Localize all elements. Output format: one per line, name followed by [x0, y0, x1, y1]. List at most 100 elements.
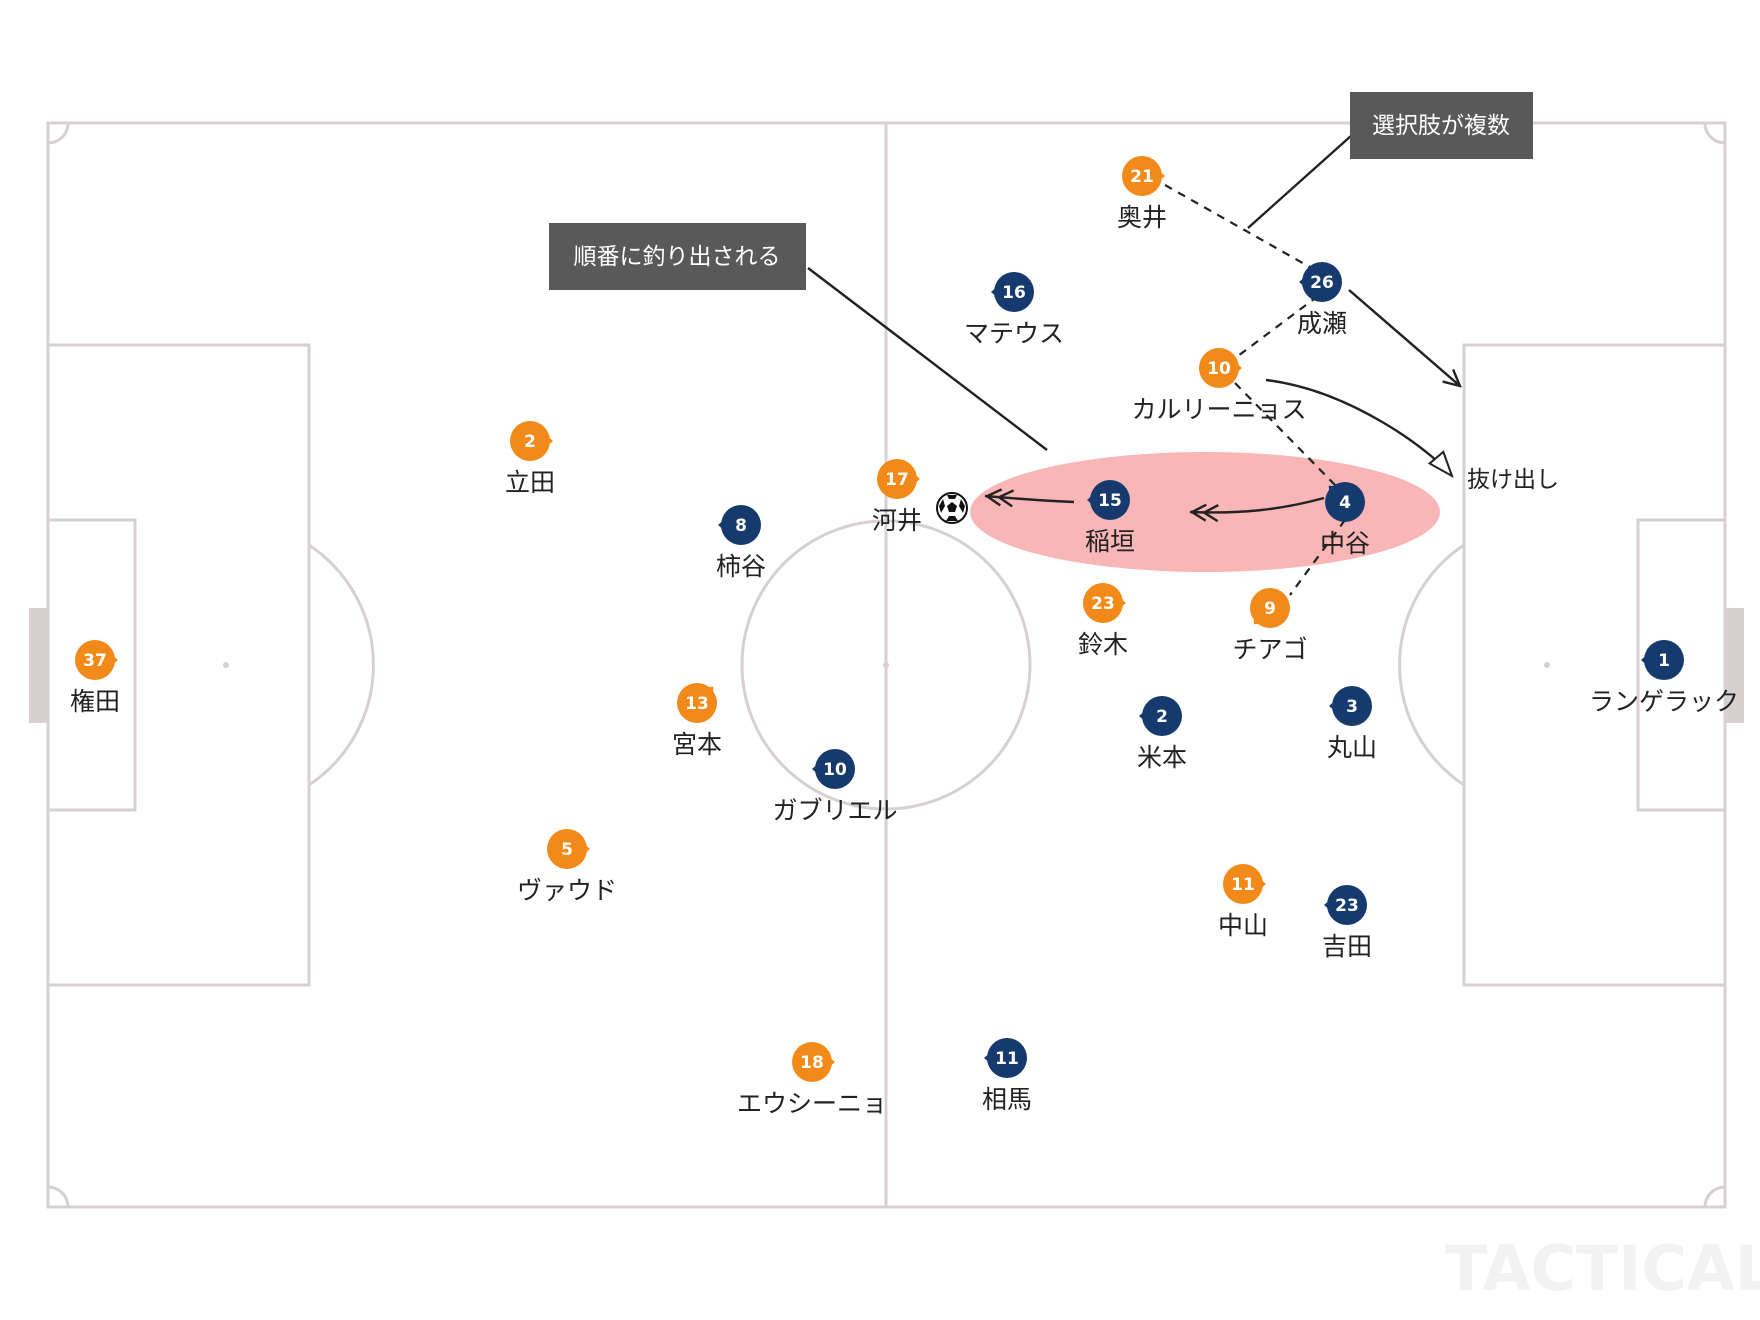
player-name: 河井: [872, 506, 922, 535]
player-marker: [1644, 640, 1684, 680]
lane-carlinhos-nakatani: [1234, 382, 1339, 489]
player-number: 10: [823, 760, 847, 780]
player-marker: [1250, 588, 1290, 628]
callout-sequential-box: [549, 223, 806, 290]
player-token-orange: 2立田: [505, 421, 555, 497]
players-layer: 37権田2立田5ヴァウド13宮本17河井18エウシーニョ21奥井10カルリーニョ…: [70, 156, 1739, 1118]
player-number: 11: [995, 1049, 1019, 1069]
left-goal: [29, 608, 47, 723]
player-token-navy: 11 相馬: [982, 1038, 1032, 1114]
player-marker: [1090, 480, 1130, 520]
callout-multiple-text: 選択肢が複数: [1372, 113, 1510, 139]
left-penalty-arc: [308, 543, 375, 787]
player-token-navy: 26 成瀬: [1297, 262, 1347, 338]
player-number: 4: [1339, 493, 1351, 513]
ball-icon: [936, 492, 968, 524]
player-number: 2: [524, 432, 536, 452]
run-behind-label: 抜け出し: [1467, 467, 1559, 493]
corner-arc-tr: [1703, 122, 1726, 145]
lane-okui-naruse: [1164, 184, 1316, 271]
player-marker: [75, 640, 115, 680]
right-penalty-arc: [1398, 543, 1465, 787]
player-number: 16: [1002, 283, 1026, 303]
corner-arc-br: [1703, 1185, 1726, 1208]
player-name: 奥井: [1117, 203, 1167, 232]
player-number: 26: [1310, 273, 1334, 293]
player-number: 8: [735, 516, 747, 536]
player-marker: [677, 683, 717, 723]
player-number: 23: [1335, 896, 1359, 916]
player-marker: [1083, 583, 1123, 623]
player-number: 15: [1098, 491, 1122, 511]
player-token-navy: 4中谷: [1320, 482, 1370, 558]
player-token-orange: 21 奥井: [1117, 156, 1167, 232]
player-number: 5: [561, 840, 573, 860]
player-name: 成瀬: [1297, 309, 1347, 338]
callout-leader-sequential: [807, 267, 1048, 451]
passing-lanes: [1164, 184, 1346, 596]
player-name: 相馬: [982, 1085, 1032, 1114]
watermark: TACTICAListа: [1445, 1232, 1760, 1305]
player-number: 3: [1346, 697, 1358, 717]
player-number: 2: [1156, 707, 1168, 727]
left-goal-area: [46, 518, 137, 812]
arrow-nakatani-to-inagaki: [1189, 496, 1325, 523]
player-marker: [815, 749, 855, 789]
player-token-navy: 3 丸山: [1327, 686, 1377, 762]
arrow-inagaki-to-kawai: [984, 488, 1075, 508]
arrow-run-carlinhos: [1265, 378, 1452, 476]
player-marker: [1122, 156, 1162, 196]
player-token-navy: 8柿谷: [716, 505, 766, 581]
ball-patch-left: [939, 499, 945, 513]
player-token-navy: 1 ランゲラック: [1589, 640, 1739, 716]
player-marker: [1325, 482, 1365, 522]
center-circle: [740, 519, 1032, 811]
player-name: 丸山: [1327, 733, 1377, 762]
right-goal-area: [1636, 518, 1727, 812]
player-token-navy: 15 稲垣: [1085, 480, 1135, 556]
player-marker: [987, 1038, 1027, 1078]
ball-patch-bottom: [946, 516, 958, 521]
player-number: 1: [1658, 651, 1670, 671]
player-token-navy: 2 米本: [1137, 696, 1187, 772]
player-marker: [547, 829, 587, 869]
player-number: 11: [1231, 875, 1255, 895]
player-marker: [721, 505, 761, 545]
player-marker: [1142, 696, 1182, 736]
player-marker: [1302, 262, 1342, 302]
player-name: 宮本: [672, 730, 722, 759]
player-name: 稲垣: [1085, 527, 1135, 556]
ball-patch-right: [959, 499, 965, 513]
right-goal: [1726, 608, 1744, 723]
player-number: 10: [1207, 359, 1231, 379]
callout-multiple-box: [1350, 92, 1533, 159]
player-number: 18: [800, 1053, 824, 1073]
player-number: 21: [1130, 167, 1154, 187]
callout-multiple: 選択肢が複数: [1350, 92, 1533, 159]
ball-patch-top: [947, 495, 957, 499]
left-penalty-spot: [223, 662, 229, 668]
player-token-orange: 11 中山: [1218, 864, 1268, 940]
player-name: ランゲラック: [1589, 687, 1739, 716]
player-number: 17: [885, 470, 909, 490]
corner-arc-tl: [47, 122, 70, 145]
player-name: 権田: [70, 687, 120, 716]
player-marker: [877, 459, 917, 499]
player-marker: [994, 272, 1034, 312]
player-marker: [1223, 864, 1263, 904]
callout-leader-multiple: [1247, 134, 1353, 229]
player-marker: [510, 421, 550, 461]
corner-arc-bl: [47, 1185, 70, 1208]
player-marker: [1199, 348, 1239, 388]
player-name: 米本: [1137, 743, 1187, 772]
right-penalty-spot: [1544, 662, 1550, 668]
player-name: 中山: [1218, 911, 1268, 940]
center-spot: [883, 662, 889, 668]
